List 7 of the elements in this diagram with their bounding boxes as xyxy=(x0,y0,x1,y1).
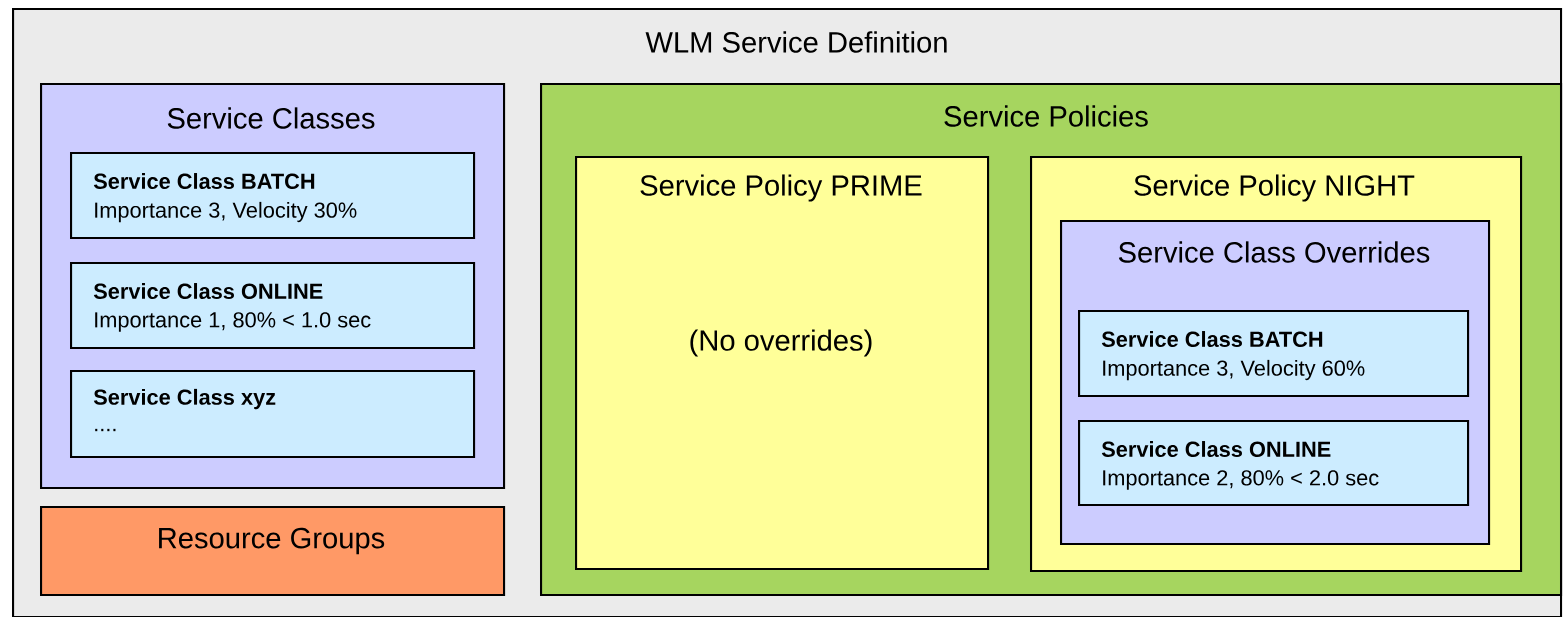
class-box: Service Class BATCH Importance 3, Velocity 30% xyxy=(70,152,476,240)
group-box: Resource Groups xyxy=(40,506,506,597)
class-box: Service Class xyz .... xyxy=(70,370,476,459)
class-box: Service Class BATCH Importance 3, Velocity 60% xyxy=(1078,310,1470,398)
class-box: Service Class ONLINE Importance 2, 80% < 2.0 sec xyxy=(1078,420,1470,507)
class-box: Service Class ONLINE Importance 1, 80% < 1.0 sec xyxy=(70,262,476,350)
policy-box: Service Policy PRIME (No overrides) xyxy=(575,156,990,571)
